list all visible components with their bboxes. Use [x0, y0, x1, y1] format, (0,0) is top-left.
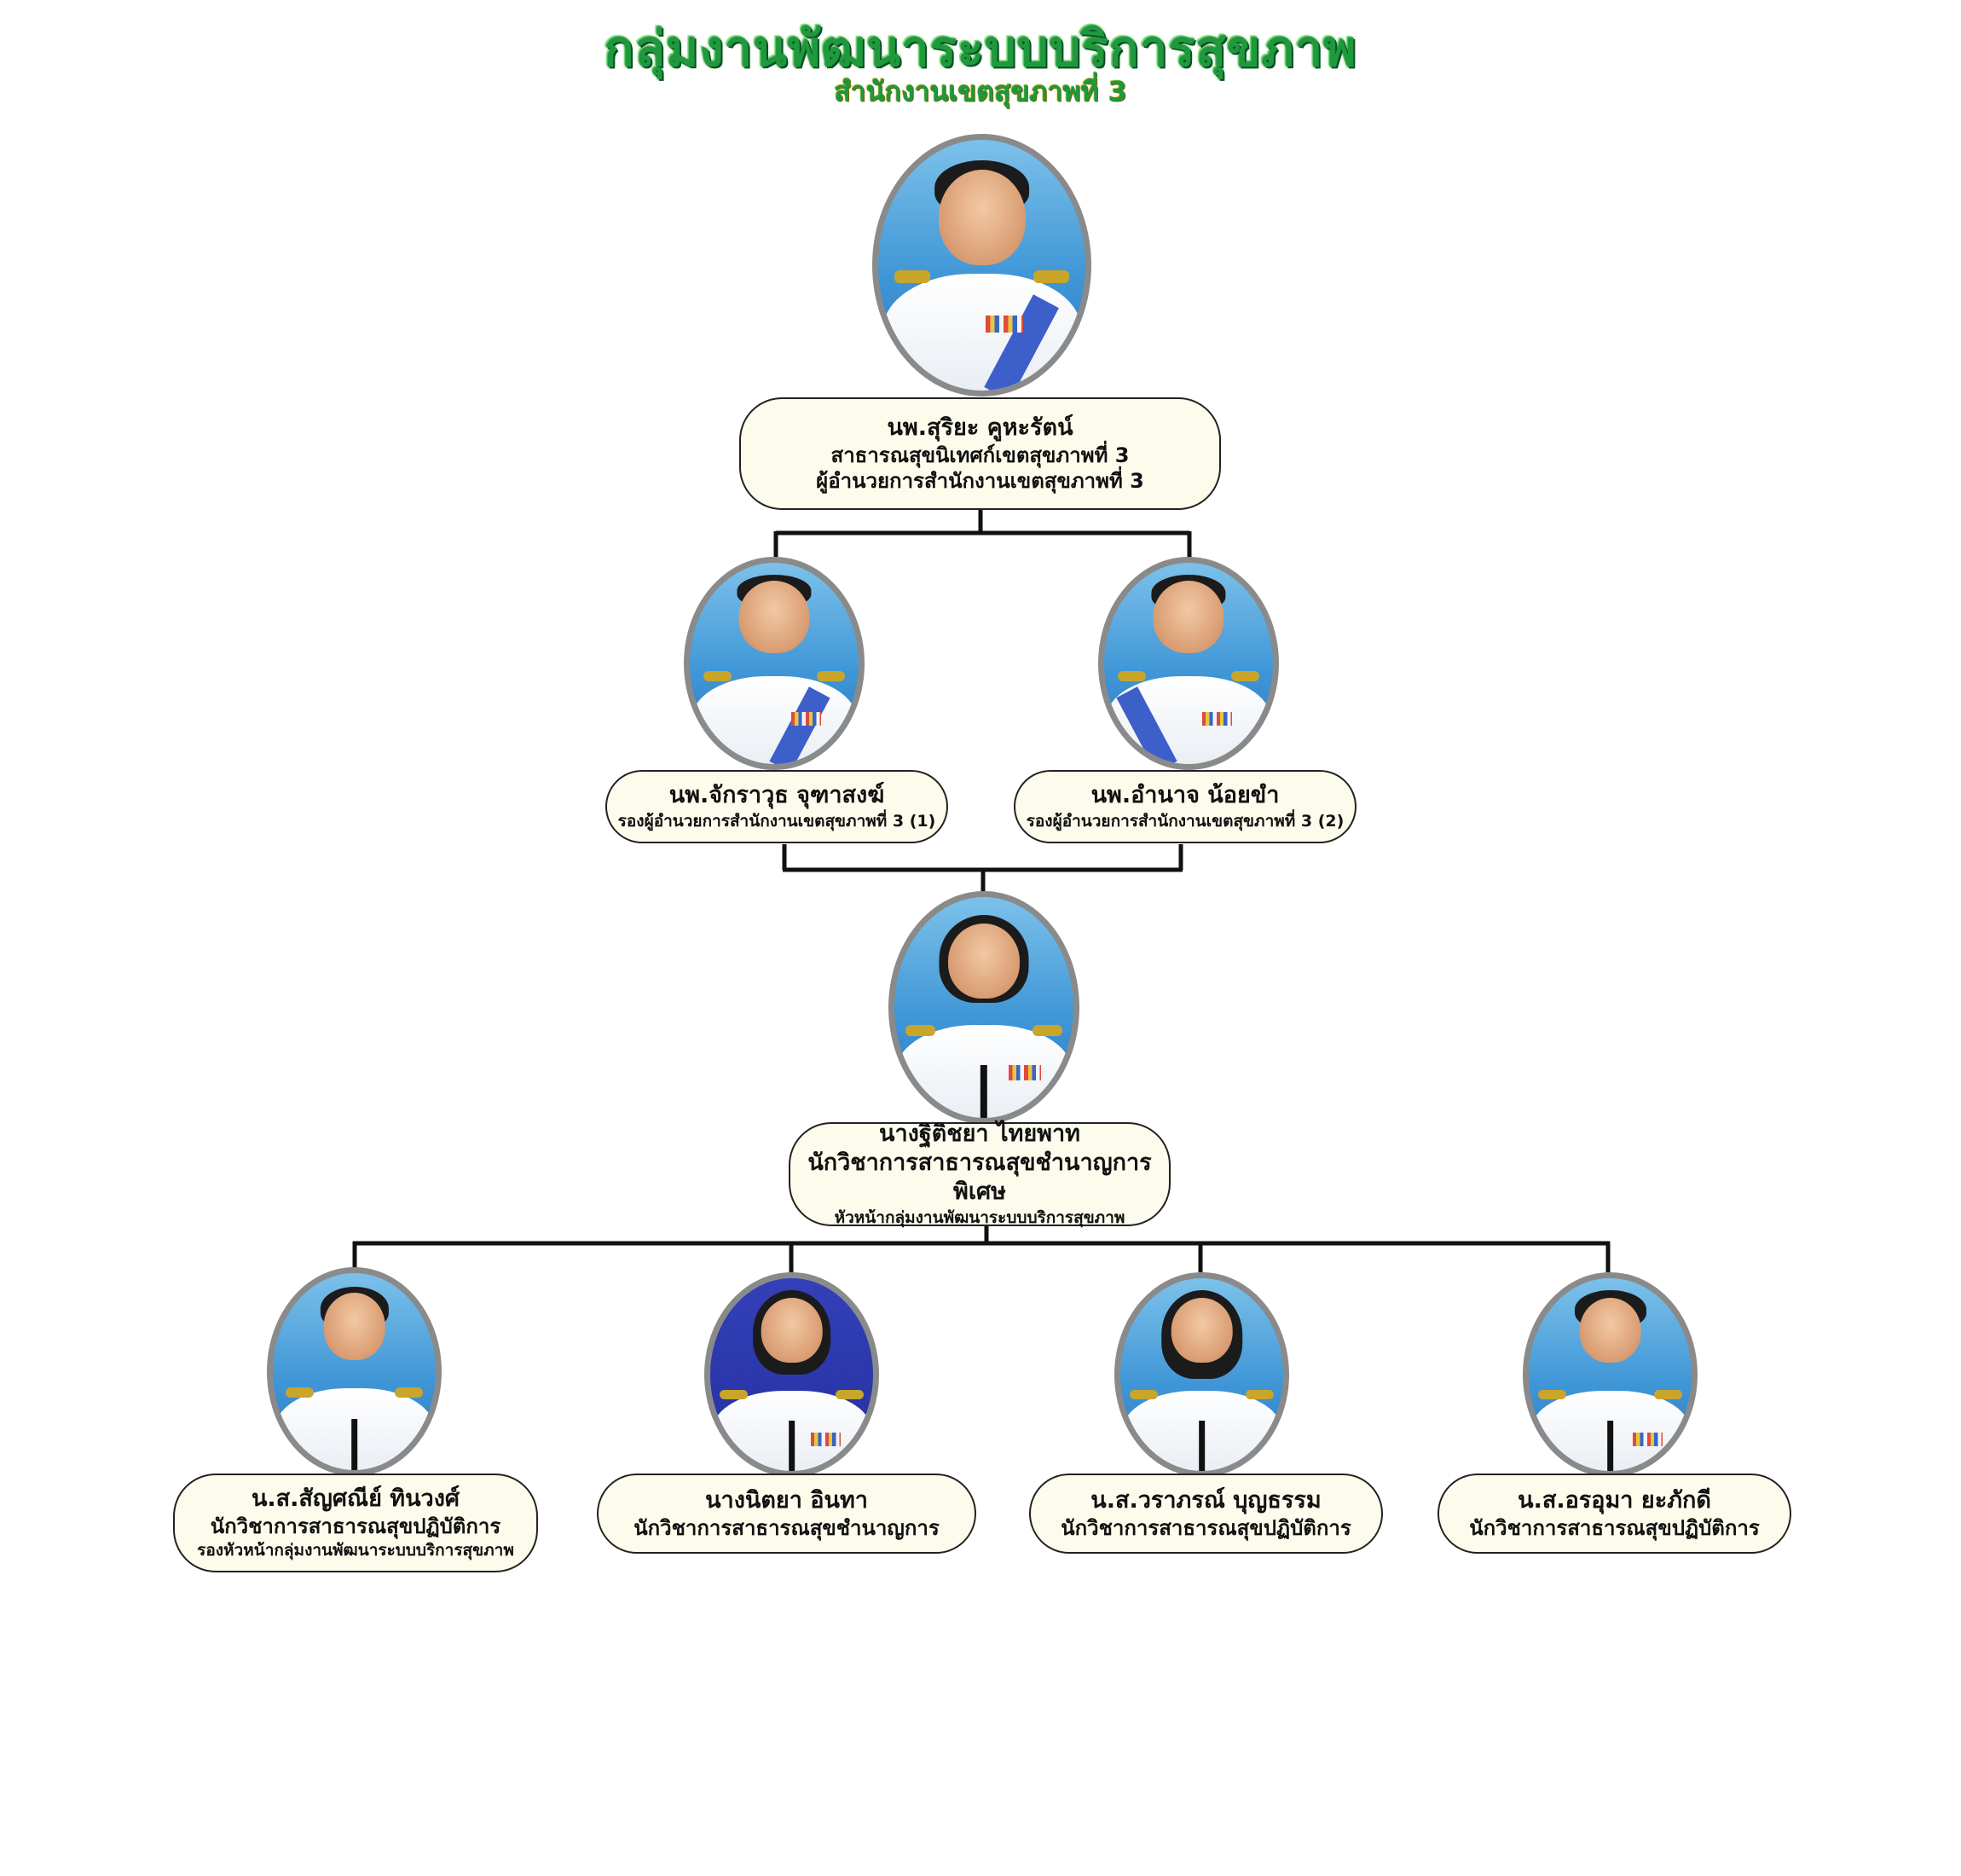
director-line1: สาธารณสุขนิเทศก์เขตสุขภาพที่ 3: [830, 443, 1130, 467]
staff4-name: น.ส.อรอุมา ยะภักดี: [1518, 1487, 1711, 1514]
staff1-card: น.ส.สัญศณีย์ ทินวงศ์ นักวิชาการสาธารณสุข…: [173, 1474, 538, 1572]
staff4-position: นักวิชาการสาธารณสุขปฏิบัติการ: [1469, 1516, 1760, 1540]
staff2-photo: [704, 1272, 879, 1477]
director-photo: [872, 134, 1091, 397]
chart-title: กลุ่มงานพัฒนาระบบบริการสุขภาพ: [604, 20, 1357, 78]
staff3-position: นักวิชาการสาธารณสุขปฏิบัติการ: [1061, 1516, 1351, 1540]
staff2-name: นางนิตยา อินทา: [705, 1487, 868, 1514]
deputy1-position: รองผู้อำนวยการสำนักงานเขตสุขภาพที่ 3 (1): [617, 812, 936, 831]
deputy2-position: รองผู้อำนวยการสำนักงานเขตสุขภาพที่ 3 (2): [1026, 812, 1345, 831]
deputy1-photo: [684, 557, 865, 770]
deputy2-name: นพ.อำนาจ น้อยขำ: [1090, 782, 1280, 808]
director-name: นพ.สุริยะ คูหะรัตน์: [887, 414, 1073, 441]
staff3-photo: [1114, 1272, 1289, 1477]
head-card: นางฐิติชยา ไทยพาท นักวิชาการสาธารณสุขชำน…: [789, 1120, 1171, 1227]
staff1-position: นักวิชาการสาธารณสุขปฏิบัติการ: [210, 1514, 501, 1538]
chart-subtitle: สำนักงานเขตสุขภาพที่ 3: [834, 75, 1127, 107]
staff1-role: รองหัวหน้ากลุ่มงานพัฒนาระบบบริการสุขภาพ: [197, 1541, 514, 1560]
director-line2: ผู้อำนวยการสำนักงานเขตสุขภาพที่ 3: [816, 469, 1144, 493]
deputy2-card: นพ.อำนาจ น้อยขำ รองผู้อำนวยการสำนักงานเข…: [1014, 770, 1357, 843]
staff2-card: นางนิตยา อินทา นักวิชาการสาธารณสุขชำนาญก…: [597, 1474, 976, 1554]
deputy2-photo: [1098, 557, 1279, 770]
director-card: นพ.สุริยะ คูหะรัตน์ สาธารณสุขนิเทศก์เขตส…: [739, 397, 1221, 510]
staff4-photo: [1523, 1272, 1698, 1477]
head-role: หัวหน้ากลุ่มงานพัฒนาระบบบริการสุขภาพ: [834, 1208, 1125, 1227]
deputy1-name: นพ.จักราวุธ จุฑาสงฆ์: [668, 782, 885, 808]
head-name: นางฐิติชยา ไทยพาท: [879, 1120, 1080, 1147]
head-position: นักวิชาการสาธารณสุขชำนาญการพิเศษ: [807, 1149, 1152, 1205]
staff1-name: น.ส.สัญศณีย์ ทินวงศ์: [251, 1485, 460, 1512]
staff3-card: น.ส.วราภรณ์ บุญธรรม นักวิชาการสาธารณสุขป…: [1029, 1474, 1383, 1554]
head-photo: [888, 891, 1079, 1124]
deputy1-card: นพ.จักราวุธ จุฑาสงฆ์ รองผู้อำนวยการสำนัก…: [605, 770, 948, 843]
staff1-photo: [267, 1267, 442, 1476]
staff2-position: นักวิชาการสาธารณสุขชำนาญการ: [633, 1516, 940, 1540]
staff3-name: น.ส.วราภรณ์ บุญธรรม: [1090, 1487, 1322, 1514]
staff4-card: น.ส.อรอุมา ยะภักดี นักวิชาการสาธารณสุขปฏ…: [1437, 1474, 1791, 1554]
